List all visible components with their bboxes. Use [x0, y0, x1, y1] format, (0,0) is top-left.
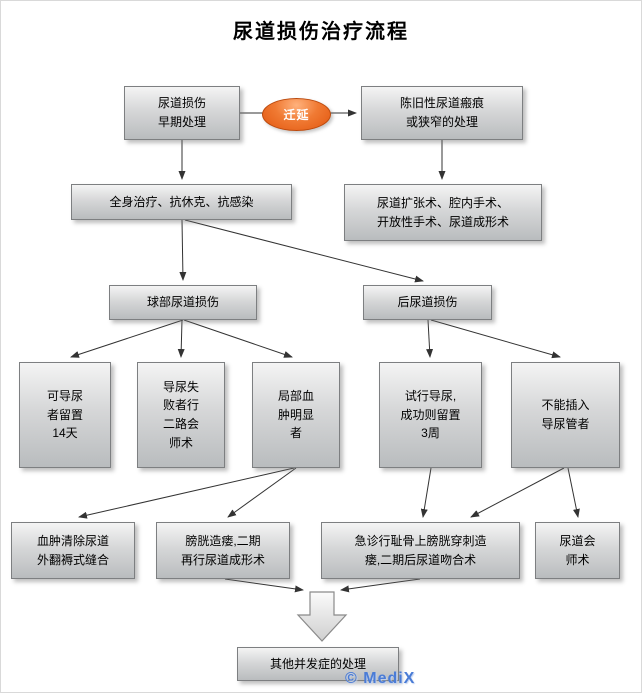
- connector-bulbar-to-catheter-ok: [70, 319, 184, 358]
- connector-bulbar-to-hematoma: [183, 319, 293, 358]
- node-early-treatment: 尿道损伤 早期处理: [124, 86, 240, 140]
- node-bulbar-injury: 球部尿道损伤: [109, 285, 257, 320]
- connector-emergency-to-arrow: [340, 578, 421, 593]
- connector-cannot-insert-to-realignment: [567, 467, 580, 518]
- node-posterior-injury: 后尿道损伤: [363, 285, 492, 320]
- connector-hematoma-to-removal: [78, 467, 295, 519]
- node-old-scar: 陈旧性尿道瘢痕 或狭窄的处理: [361, 86, 523, 140]
- big-down-arrow: [296, 591, 348, 642]
- connector-cannot-insert-to-emergency: [470, 467, 565, 518]
- node-catheter-ok: 可导尿 者留置 14天: [19, 362, 111, 468]
- connector-systemic-to-bulbar: [179, 219, 187, 281]
- connector-posterior-to-trial: [426, 319, 434, 358]
- connector-posterior-to-cannot-insert: [430, 319, 561, 359]
- delay-label: 迁延: [283, 108, 310, 122]
- node-realignment: 尿道会 师术: [535, 522, 620, 579]
- node-other-complications: 其他并发症的处理: [237, 647, 399, 681]
- page-title: 尿道损伤治疗流程: [233, 21, 409, 43]
- node-delay-ellipse: 迁延: [262, 98, 331, 131]
- node-trial-catheter: 试行导尿, 成功则留置 3周: [379, 362, 482, 468]
- connector-bulbar-to-catheter-fail: [177, 319, 185, 358]
- connector-cystostomy-to-arrow: [224, 578, 304, 593]
- node-systemic-treatment: 全身治疗、抗休克、抗感染: [71, 184, 292, 220]
- connector-trial-to-emergency: [420, 467, 432, 518]
- watermark: © MediX: [345, 670, 416, 687]
- connector-hematoma-to-cystostomy: [227, 467, 297, 518]
- node-dilation-surgery: 尿道扩张术、腔内手术、 开放性手术、尿道成形术: [344, 184, 542, 241]
- node-cannot-insert: 不能插入 导尿管者: [511, 362, 620, 468]
- node-hematoma-removal: 血肿清除尿道 外翻褥式缝合: [11, 522, 135, 579]
- node-local-hematoma: 局部血 肿明显 者: [252, 362, 340, 468]
- node-emergency-puncture: 急诊行耻骨上膀胱穿刺造 瘘,二期后尿道吻合术: [321, 522, 520, 579]
- node-cystostomy: 膀胱造瘘,二期 再行尿道成形术: [156, 522, 290, 579]
- node-catheter-fail: 导尿失 败者行 二路会 师术: [137, 362, 225, 468]
